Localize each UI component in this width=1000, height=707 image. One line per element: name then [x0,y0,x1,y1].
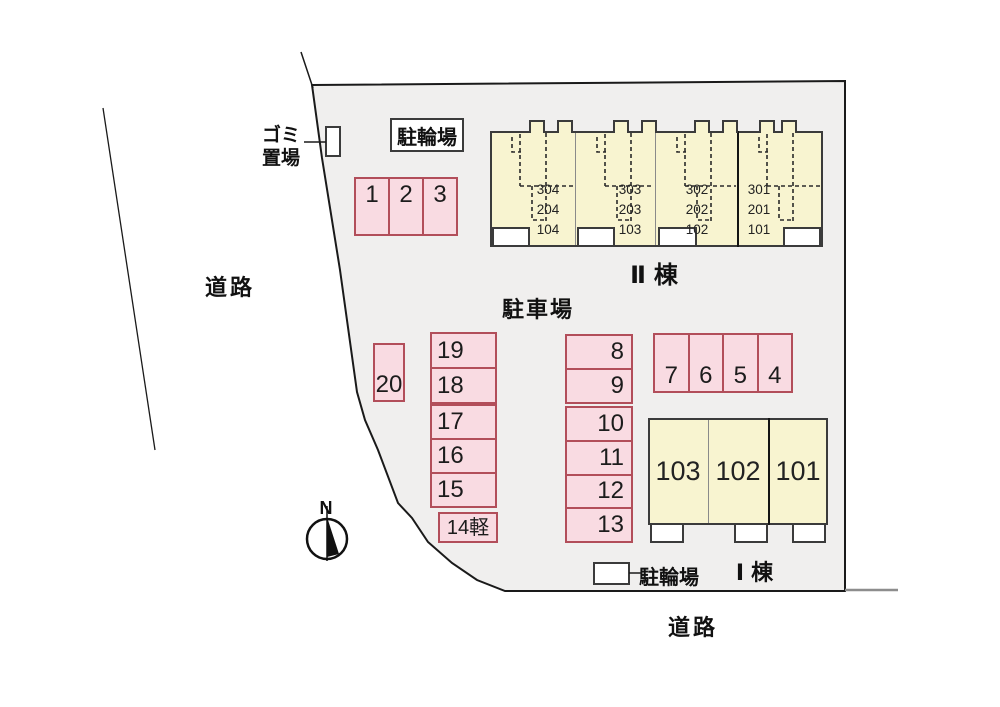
bicycle-parking-sign-text: 駐輪場 [397,126,457,149]
parking-space: 12 [567,473,631,508]
room-number: 101 [747,222,771,237]
entrance-porch [792,523,826,543]
parking-space: 20 [375,371,403,398]
roof-bump [641,120,657,133]
parking-space: 18 [432,367,495,402]
entrance-porch [492,227,530,247]
parking-space: 16 [432,438,495,472]
north-label: N [319,498,333,518]
room-number: 202 [685,202,709,217]
entrance-porch [577,227,615,247]
parking-area-label: 駐車場 [501,297,574,322]
parking-block-10-13: 10 11 12 13 [565,406,633,543]
parking-space: 3 [422,179,456,234]
room-numbers-unit: 301 201 101 [741,180,777,240]
entrance-porch [734,523,768,543]
parking-space: 9 [567,368,631,402]
room-number: 103 [655,456,701,486]
building-2-label: Ⅱ棟 [630,262,686,289]
parking-space: 7 [664,362,678,389]
building-1-label: Ⅰ棟 [735,560,781,585]
room-number: 204 [536,202,560,217]
unit-divider [708,420,709,523]
room-number: 102 [715,456,761,486]
room-number: 102 [685,222,709,237]
parking-space: 19 [437,336,464,364]
parking-space: 1 [365,181,379,208]
parking-space: 11 [567,439,631,474]
roof-bump [694,120,710,133]
room-number: 302 [685,182,709,197]
room-numbers-unit: 302 202 102 [679,180,715,240]
road-label-left: 道路 [204,275,255,300]
parking-space: 5 [722,335,757,391]
entrance-porch [650,523,684,543]
parking-space: 4 [756,335,792,391]
parking-space: 14軽 [446,516,490,539]
roof-bump [781,120,797,133]
parking-block-19-18: 19 18 [430,332,497,404]
room-number: 304 [536,182,560,197]
room-number: 203 [618,202,642,217]
room-number: 101 [775,456,821,486]
parking-space-20: 20 [373,343,405,402]
parking-space: 2 [388,179,422,234]
property-line-left [102,107,156,451]
roof-bump [722,120,738,133]
parking-block-14kei: 14軽 [438,512,498,543]
unit-divider [655,133,656,245]
garbage-label-line1: ゴミ [262,125,301,146]
room-number: 201 [747,202,771,217]
parking-space: 10 [597,409,624,437]
parking-block-7-4: 7 6 5 4 [653,333,793,393]
parking-space: 13 [567,507,631,541]
parking-space: 6 [687,335,723,391]
parking-block-1-3: 1 2 3 [354,177,458,236]
room-number: 301 [747,182,771,197]
roof-bump [557,120,573,133]
roof-bump [759,120,775,133]
bicycle-parking-sign: 駐輪場 [390,118,464,152]
boundary-extension-top [300,51,314,89]
room-number: 104 [536,222,560,237]
roof-bump [529,120,545,133]
road-label-bottom: 道路 [667,615,718,640]
roof-bump [613,120,629,133]
parking-space: 8 [610,338,624,365]
parking-space: 17 [437,408,464,435]
room-numbers-unit: 303 203 103 [612,180,648,240]
room-numbers-unit: 304 204 104 [530,180,566,240]
garbage-area-label: ゴミ 置場 [262,124,300,170]
bicycle-parking-bottom-label: 駐輪場 [639,567,699,589]
room-number: 103 [618,222,642,237]
room-number: 303 [618,182,642,197]
garbage-bin-box [325,126,341,157]
parking-space: 15 [432,472,495,506]
unit-divider [575,133,576,245]
entrance-porch [783,227,821,247]
bicycle-rack-box [593,562,630,585]
parking-block-17-15: 17 16 15 [430,404,497,508]
parking-block-8-9: 8 9 [565,334,633,404]
unit-divider [737,131,739,247]
garbage-label-line2: 置場 [262,148,301,169]
